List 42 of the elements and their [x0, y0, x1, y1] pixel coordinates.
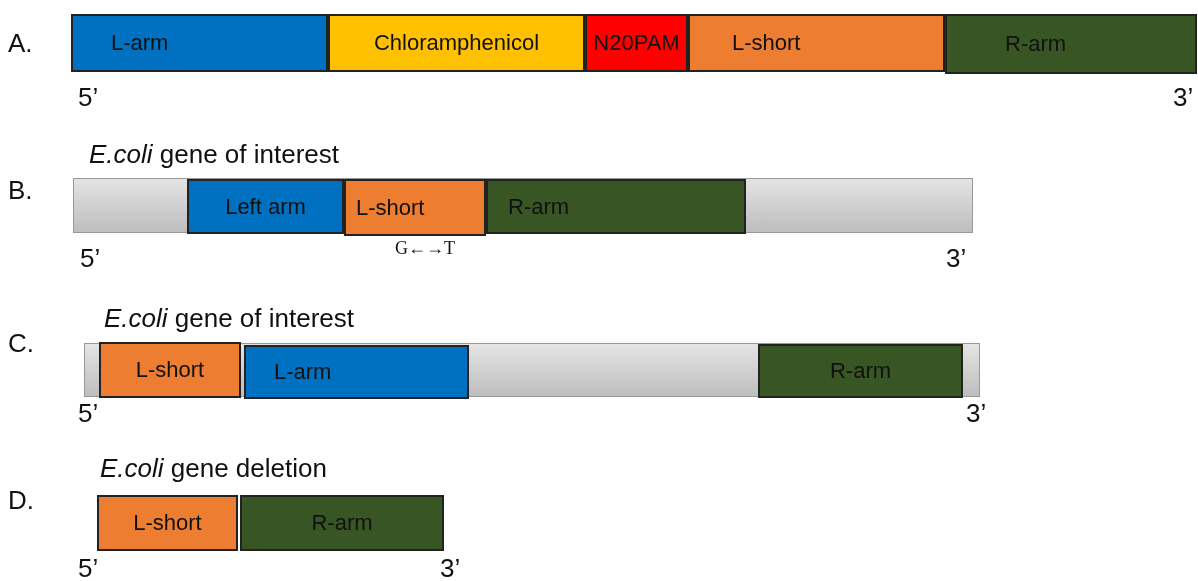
dna-segment — [99, 342, 241, 398]
dna-segment — [688, 14, 945, 72]
dna-segment — [71, 14, 328, 72]
dna-segment — [240, 495, 444, 551]
dna-segment — [344, 179, 486, 236]
label-letter: D. — [8, 485, 34, 516]
label-letter: A. — [8, 28, 33, 59]
end-label: 5’ — [78, 398, 99, 429]
segment-label: L-short — [133, 510, 202, 536]
segment-label: R-arm — [829, 358, 892, 384]
heading: E.coli gene deletion — [100, 453, 327, 484]
segment-label: L-arm — [111, 30, 169, 56]
segment-label: N20PAM — [593, 30, 680, 56]
dna-segment — [585, 14, 688, 72]
segment-label: L-arm — [274, 359, 332, 385]
segment-label: R-arm — [1005, 31, 1067, 57]
mutation-label: G←→T — [395, 238, 455, 259]
dna-segment — [97, 495, 238, 551]
label-letter: C. — [8, 328, 34, 359]
gene-heading: E.coli gene of interest — [89, 139, 340, 170]
end-label: 3’ — [966, 398, 987, 429]
segment-label: Chloramphenicol — [373, 30, 540, 56]
dna-segment — [758, 344, 963, 398]
dna-segment — [244, 345, 469, 399]
segment-label: R-arm — [508, 193, 570, 220]
dna-segment — [945, 14, 1197, 74]
segment-label: L-short — [135, 357, 205, 383]
segment-label: Left arm — [225, 193, 306, 220]
dna-segment — [486, 179, 746, 234]
end-label: 3’ — [1173, 82, 1194, 113]
end-label: 5’ — [78, 553, 99, 581]
end-label: 3’ — [440, 553, 461, 581]
end-label: 5’ — [80, 243, 101, 274]
segment-label: L-short — [732, 30, 801, 56]
dna-segment — [187, 179, 344, 234]
segment-label: R-arm — [311, 510, 373, 536]
gene-heading: E.coli gene of interest — [104, 303, 355, 334]
dna-segment — [328, 14, 585, 72]
end-label: 3’ — [946, 243, 967, 274]
segment-label: L-short — [356, 194, 425, 221]
end-label: 5’ — [78, 82, 99, 113]
label-letter: B. — [8, 175, 33, 206]
